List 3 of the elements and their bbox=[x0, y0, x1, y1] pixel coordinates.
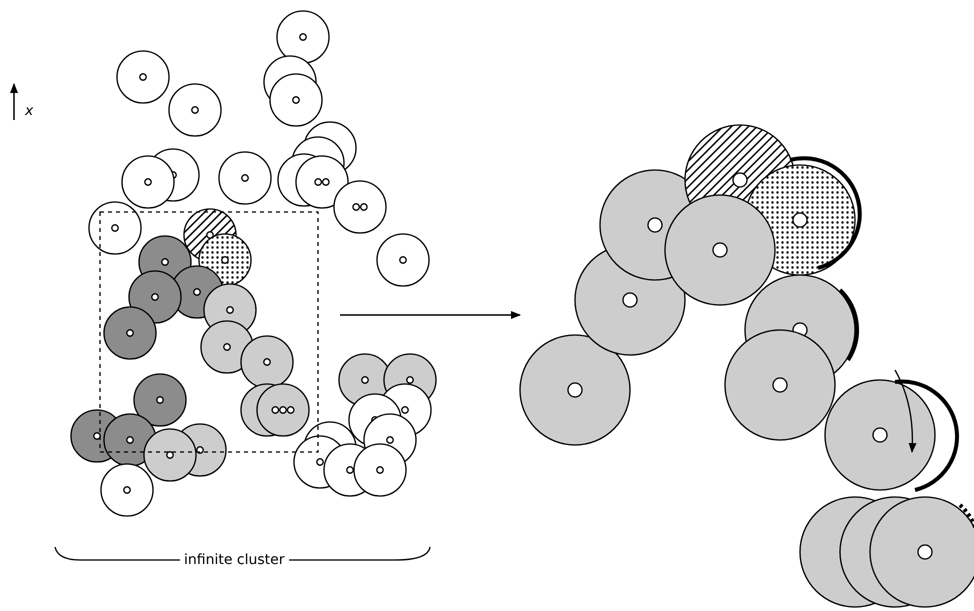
magnified-cluster-drawing bbox=[519, 124, 974, 608]
selection-box bbox=[99, 211, 319, 453]
arrow bbox=[340, 311, 521, 319]
